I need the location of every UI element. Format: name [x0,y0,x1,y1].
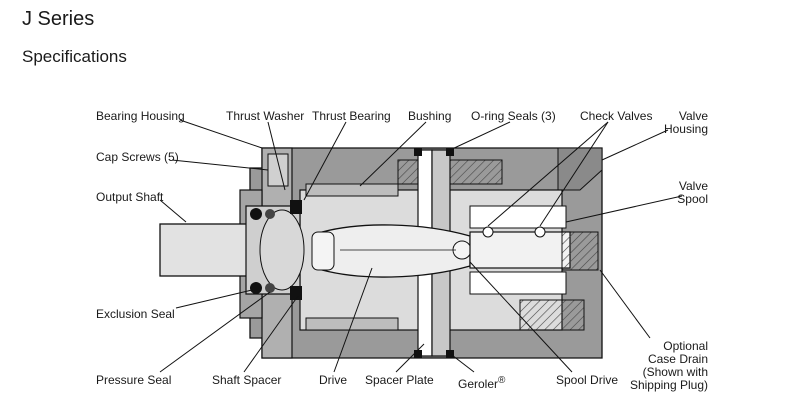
label-case-drain-line4: Shipping Plug) [629,378,708,392]
label-shaft-spacer: Shaft Spacer [212,373,282,387]
pressure-seal [265,209,275,219]
label-drive: Drive [319,373,348,387]
label-valve-housing-line1: Valve [678,109,708,123]
label-cap-screws: Cap Screws (5) [96,150,179,164]
label-thrust-bearing: Thrust Bearing [312,109,391,123]
exclusion-seal [250,208,262,220]
pressure-seal-lower [265,283,275,293]
case-drain-plug [561,231,599,271]
o-ring-seal-3 [414,350,422,358]
o-ring-seal-2 [446,148,454,156]
label-geroler: Geroler® [458,374,505,391]
label-case-drain-line3: (Shown with [642,365,708,379]
label-geroler-text: Geroler [458,377,499,391]
valve-spool [469,231,571,269]
label-geroler-mark: ® [498,375,506,386]
page-subtitle: Specifications [22,47,127,66]
label-exclusion-seal: Exclusion Seal [96,307,175,321]
label-valve-spool-line1: Valve [678,179,708,193]
valve-housing-chamfer [557,147,603,191]
thrust-bearing [290,200,302,214]
label-optional-case-drain: Optional Case Drain (Shown with Shipping… [620,340,708,392]
label-valve-housing: Valve Housing [650,110,708,136]
check-valve-1 [482,226,494,238]
case-drain-port [519,299,585,331]
label-valve-housing-line2: Housing [663,122,708,136]
label-check-valves: Check Valves [580,109,653,123]
label-bearing-housing: Bearing Housing [96,109,185,123]
spool-cavity-upper [469,205,567,229]
drive-shaft [321,224,471,278]
thrust-bearing-lower [290,286,302,300]
drive-spline-left [311,231,335,271]
label-o-ring-seals: O-ring Seals (3) [471,109,556,123]
output-shaft-curve [259,209,305,291]
bushing [305,183,399,197]
cap-screw-head [267,153,289,187]
label-case-drain-line1: Optional [663,339,708,353]
label-output-shaft: Output Shaft [96,190,164,204]
exclusion-seal-lower [250,282,262,294]
label-bushing: Bushing [408,109,452,123]
page-title: J Series [22,8,95,30]
label-case-drain-line2: Case Drain [647,352,708,366]
check-valve-2 [534,226,546,238]
label-thrust-washer: Thrust Washer [226,109,305,123]
label-spool-drive: Spool Drive [556,373,619,387]
spool-cavity-lower [469,271,567,295]
o-ring-seal-1 [414,148,422,156]
label-spacer-plate: Spacer Plate [365,373,434,387]
label-valve-spool: Valve Spool [650,180,708,206]
leader-lines [159,119,683,373]
label-valve-spool-line2: Spool [677,192,708,206]
label-pressure-seal: Pressure Seal [96,373,172,387]
